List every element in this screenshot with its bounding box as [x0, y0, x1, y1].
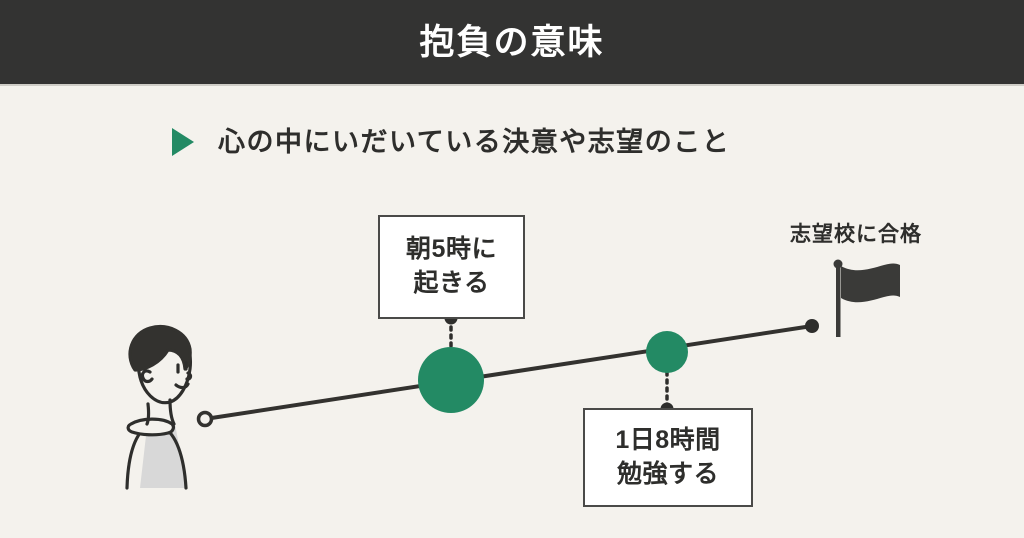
flag-icon [833, 259, 900, 337]
milestone-node-study [646, 331, 688, 373]
triangle-right-icon [172, 128, 194, 156]
header-bar: 抱負の意味 [0, 0, 1024, 86]
page-title: 抱負の意味 [419, 22, 605, 62]
goal-label: 志望校に合格 [790, 223, 922, 246]
callout-morning-line-1: 朝5時に [406, 235, 497, 264]
path-start-marker [196, 410, 214, 428]
callout-study-line-2: 勉強する [616, 459, 719, 488]
callout-study: 1日8時間 勉強する [583, 408, 753, 507]
subtitle-text: 心の中にいだいている決意や志望のこと [218, 126, 731, 157]
callout-morning: 朝5時に 起きる [378, 215, 525, 319]
timeline-path [204, 324, 813, 421]
callout-study-line-1: 1日8時間 [615, 425, 721, 454]
subtitle-row: 心の中にいだいている決意や志望のこと [172, 128, 730, 156]
callout-morning-line-2: 起きる [413, 269, 490, 297]
path-end-marker [805, 319, 819, 333]
person-illustration [125, 325, 193, 490]
milestone-node-morning [418, 347, 484, 413]
